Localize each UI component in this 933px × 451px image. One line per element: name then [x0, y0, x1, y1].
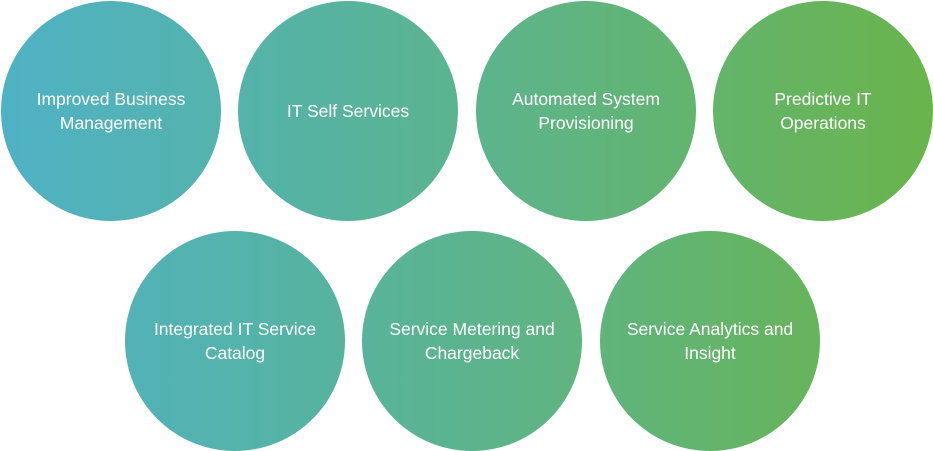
node-label: IT Self Services	[286, 101, 410, 121]
node-service-analytics-and-insight: Service Analytics and Insight	[600, 231, 820, 451]
node-integrated-it-service-catalog: Integrated IT Service Catalog	[125, 231, 345, 451]
node-predictive-it-operations: Predictive IT Operations	[713, 1, 933, 221]
node-service-metering-and-chargeback: Service Metering and Chargeback	[362, 231, 582, 451]
node-label: Predictive IT Operations	[774, 89, 872, 133]
node-label: Service Analytics and Insight	[626, 319, 794, 363]
node-label: Improved Business Management	[36, 89, 186, 133]
node-improved-business-management: Improved Business Management	[1, 1, 221, 221]
node-label: Service Metering and Chargeback	[389, 319, 555, 363]
node-it-self-services: IT Self Services	[238, 1, 458, 221]
node-label: Integrated IT Service Catalog	[153, 319, 317, 363]
node-automated-system-provisioning: Automated System Provisioning	[476, 1, 696, 221]
node-label: Automated System Provisioning	[512, 89, 660, 133]
